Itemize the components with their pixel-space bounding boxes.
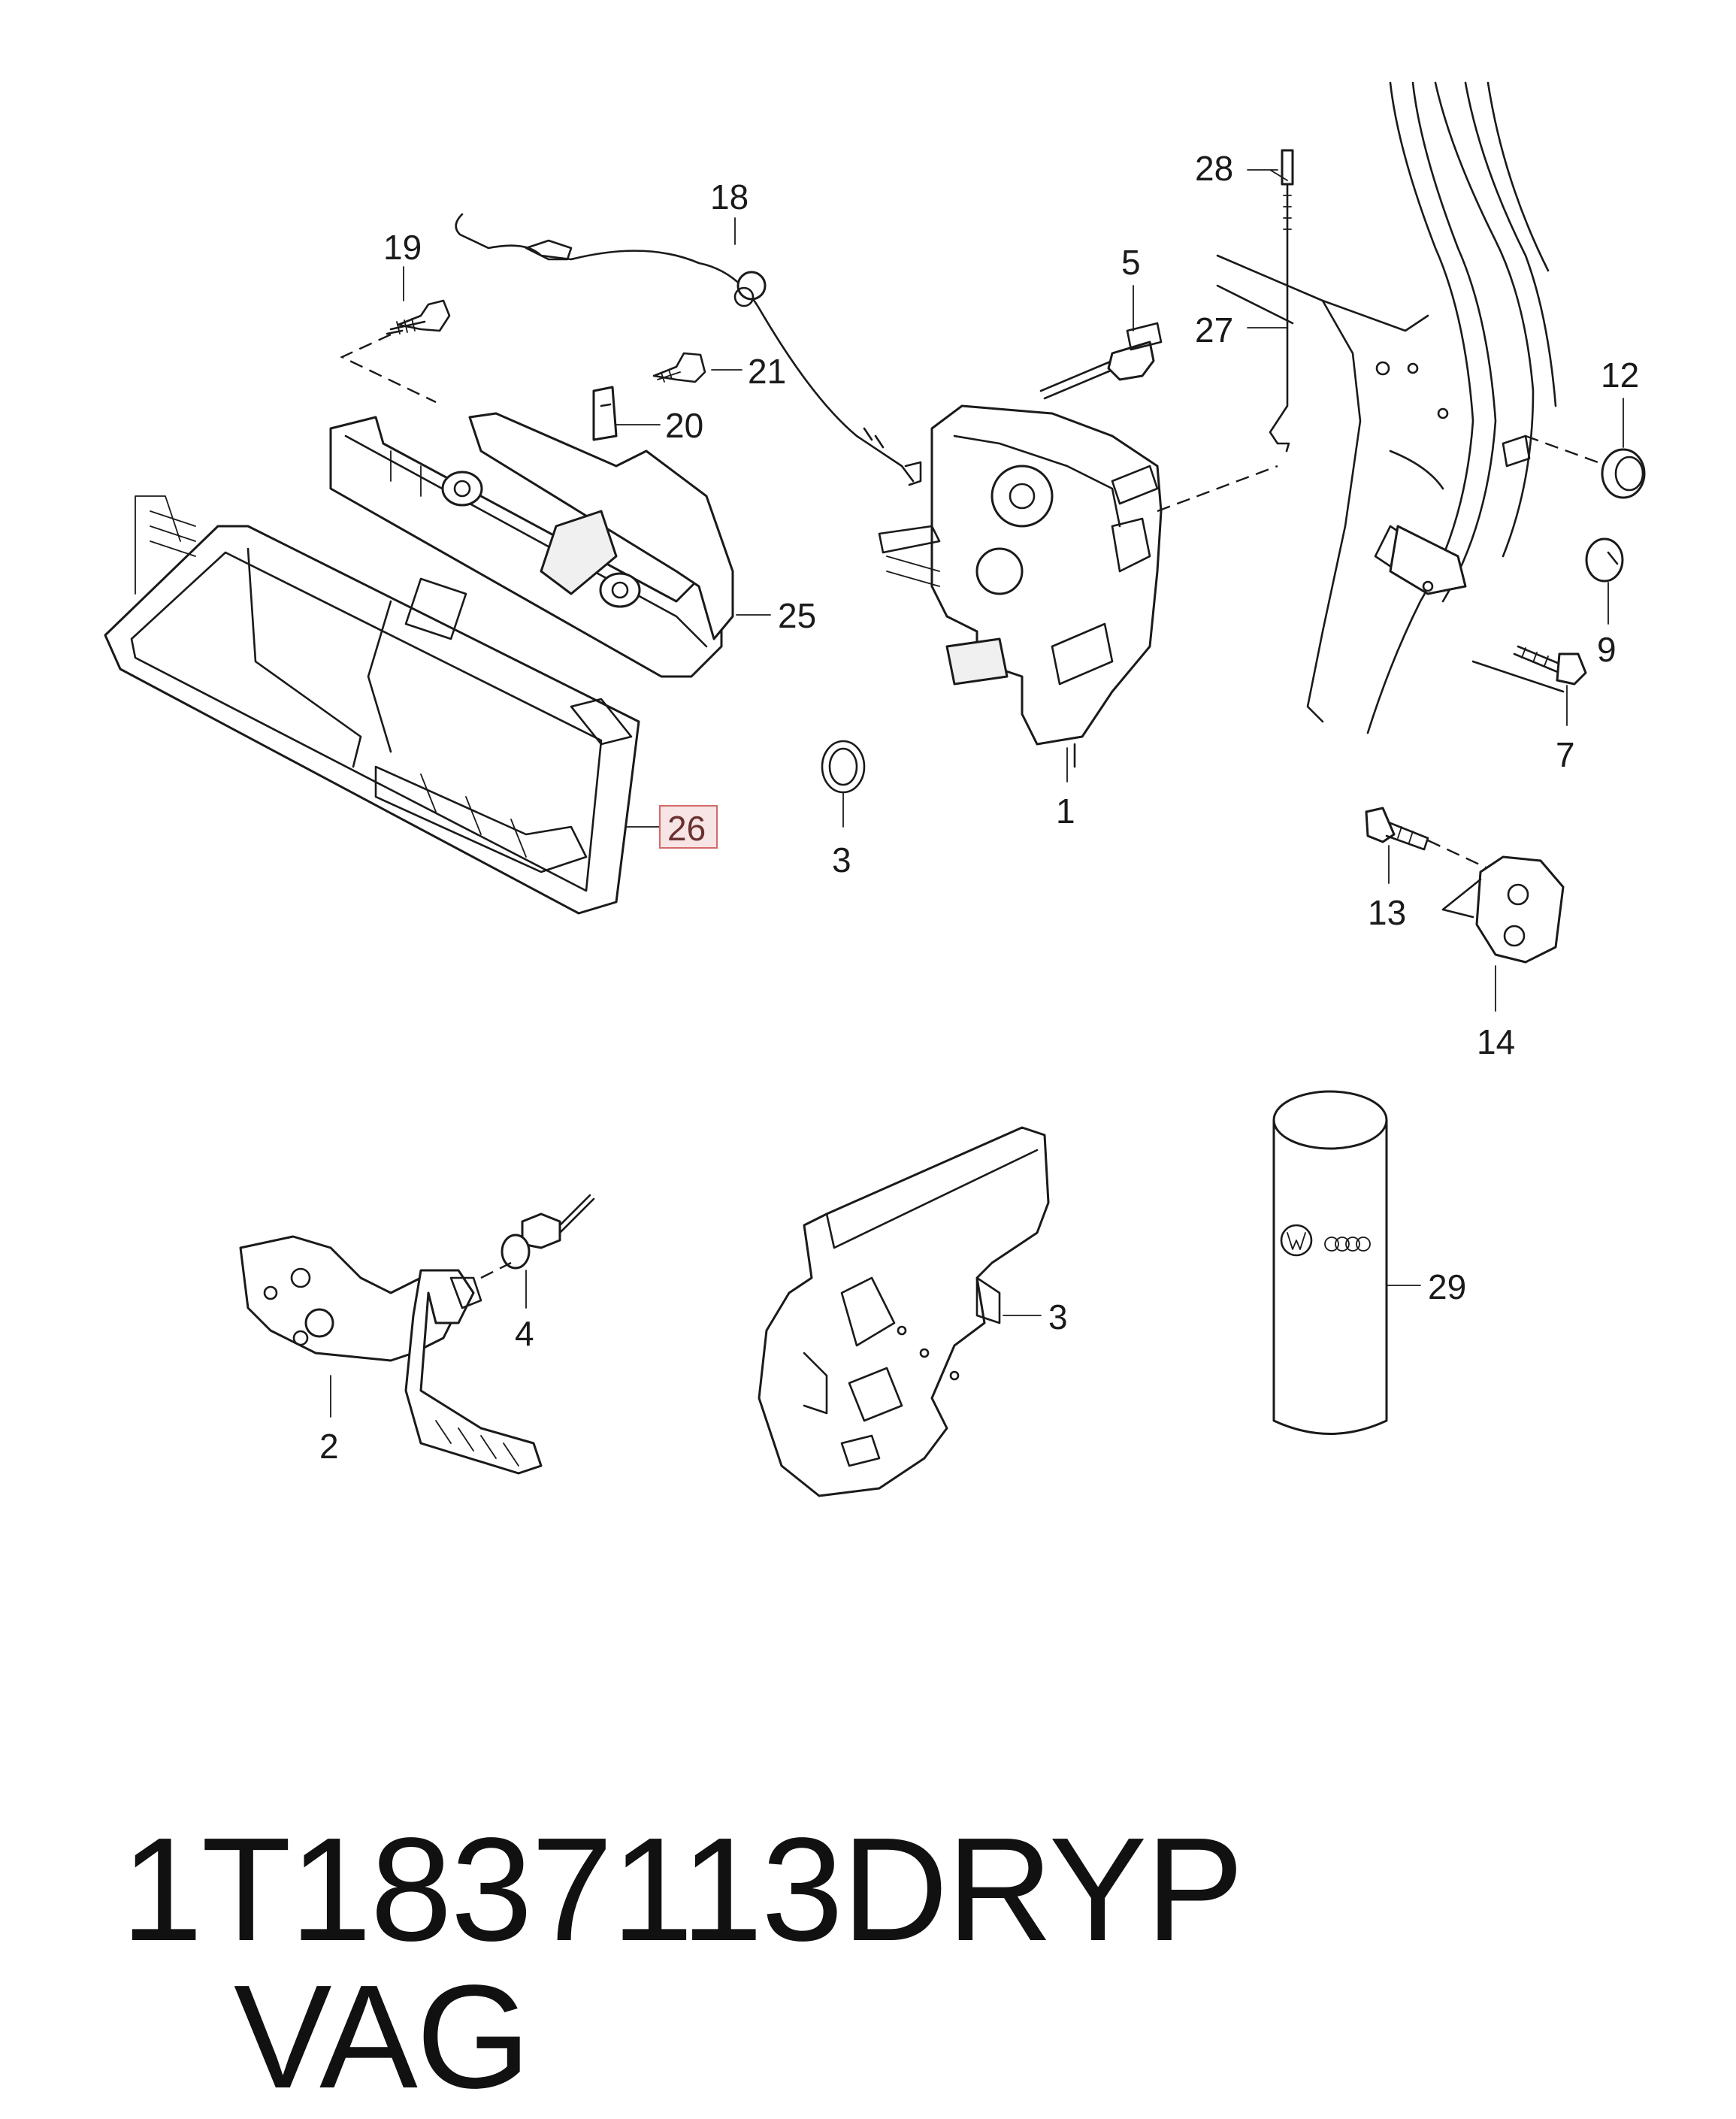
part-13-screw — [1365, 807, 1496, 873]
leader-lines — [330, 169, 1624, 1418]
callout-4: 4 — [515, 1314, 534, 1353]
highlight-box-26 — [659, 805, 718, 849]
part-25-bezel-frame — [329, 412, 734, 678]
part-2-bracket — [239, 1235, 543, 1475]
part-7-bolt — [1513, 645, 1587, 686]
callout-7: 7 — [1556, 735, 1575, 774]
part-19-screw — [340, 299, 451, 404]
door-shell — [1216, 81, 1609, 734]
callout-9: 9 — [1597, 630, 1617, 669]
callout-25: 25 — [778, 596, 816, 635]
callout-29: 29 — [1428, 1267, 1466, 1306]
part-18-cable — [455, 213, 922, 486]
callout-18: 18 — [710, 177, 749, 216]
part-27-28-lock-rod — [1269, 149, 1294, 453]
callout-2: 2 — [319, 1427, 339, 1466]
part-21-screw — [652, 352, 706, 383]
callout-19: 19 — [383, 228, 422, 267]
callout-1: 1 — [1056, 792, 1075, 831]
footer-caption: 1T1837113DRYP VAG — [42, 1669, 1244, 2119]
part-12-grommet — [1601, 448, 1646, 499]
part-5-rod — [1039, 322, 1163, 400]
part-9-plug — [1585, 537, 1624, 583]
part-3-oring — [821, 740, 866, 794]
callout-13: 13 — [1368, 893, 1406, 932]
callout-14: 14 — [1477, 1022, 1515, 1061]
callout-labels: 18 19 21 20 25 26 3 1 5 28 27 12 9 7 13 … — [319, 149, 1639, 1466]
part-26-handle-housing — [104, 495, 640, 915]
part-number: 1T1837113DRYP — [120, 1807, 1244, 1972]
part-4-pin — [480, 1194, 595, 1279]
part-14-striker — [1441, 855, 1565, 964]
callout-20: 20 — [665, 406, 703, 445]
audi-rings-logo — [1324, 1237, 1371, 1252]
exploded-parts-diagram: 18 19 21 20 25 26 3 1 5 28 27 12 9 7 13 … — [104, 81, 1646, 1497]
callout-28: 28 — [1195, 149, 1233, 188]
callout-27: 27 — [1195, 310, 1233, 350]
part-3-lock-cover — [758, 1126, 1050, 1497]
callout-5: 5 — [1121, 243, 1141, 282]
callout-3-lower: 3 — [1048, 1297, 1068, 1336]
part-1-lock-actuator — [878, 404, 1278, 768]
part-20-clip — [592, 386, 618, 441]
part-29-spray-can — [1272, 1090, 1388, 1435]
callout-12: 12 — [1601, 356, 1639, 395]
brand-name: VAG — [233, 1954, 531, 2119]
callout-3-upper: 3 — [832, 840, 851, 879]
vw-logo — [1280, 1224, 1313, 1257]
callout-26: 26 — [667, 809, 706, 848]
callout-21: 21 — [748, 352, 786, 391]
